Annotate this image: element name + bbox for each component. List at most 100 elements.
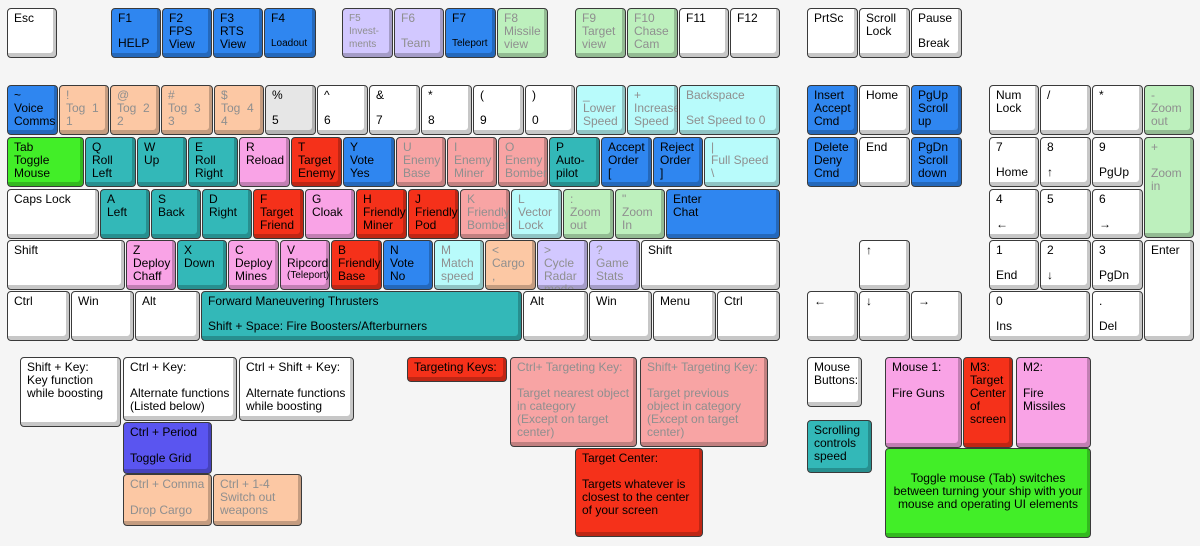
key-np4[interactable]: 4←: [989, 189, 1039, 239]
key-f3[interactable]: F3 RTS View: [213, 8, 263, 58]
key-v[interactable]: V Ripcord(Teleport): [280, 240, 330, 290]
key-b[interactable]: B Friendly Base: [331, 240, 382, 290]
key-f[interactable]: F Target Friend: [253, 189, 304, 239]
key-d[interactable]: D Right: [202, 189, 252, 239]
key-home[interactable]: Home: [859, 85, 910, 135]
key-numlock[interactable]: Num Lock: [989, 85, 1039, 135]
key-pgdn[interactable]: PgDn Scroll down: [911, 137, 962, 187]
key-lshift[interactable]: Shift: [7, 240, 125, 290]
key-minus[interactable]: _ Lower Speed: [576, 85, 626, 135]
key-w[interactable]: W Up: [137, 137, 187, 187]
key-t[interactable]: T Target Enemy: [291, 137, 342, 187]
key-rctrl[interactable]: Ctrl: [717, 291, 780, 341]
key-np_minus[interactable]: - Zoom out: [1144, 85, 1194, 135]
key-n[interactable]: N Vote No: [383, 240, 433, 290]
key-f11[interactable]: F11: [679, 8, 729, 58]
key-prtsc[interactable]: PrtSc: [807, 8, 858, 58]
key-rshift[interactable]: Shift: [641, 240, 780, 290]
key-slash[interactable]: ? Game Stats: [589, 240, 640, 290]
key-lbracket[interactable]: Accept Order [: [601, 137, 652, 187]
key-lwin[interactable]: Win: [71, 291, 134, 341]
key-plus[interactable]: + Increase Speed: [627, 85, 678, 135]
key-pgup[interactable]: PgUp Scroll up: [911, 85, 962, 135]
key-f2[interactable]: F2 FPS View: [162, 8, 212, 58]
key-f8[interactable]: F8 Missile view: [497, 8, 548, 58]
key-k6[interactable]: ^6: [317, 85, 368, 135]
key-tilde[interactable]: ~ Voice Comms: [7, 85, 58, 135]
key-f10[interactable]: F10 Chase Cam: [627, 8, 678, 58]
key-up[interactable]: ↑: [859, 240, 910, 290]
key-k3[interactable]: # Tog 3 3: [161, 85, 213, 135]
key-c[interactable]: C Deploy Mines: [228, 240, 279, 290]
key-h[interactable]: H Friendly Miner: [356, 189, 407, 239]
key-np_enter[interactable]: Enter: [1144, 240, 1194, 341]
key-k4[interactable]: $ Tog 4 4: [214, 85, 264, 135]
key-k1[interactable]: ! Tog 1 1: [59, 85, 109, 135]
key-s[interactable]: S Back: [151, 189, 201, 239]
key-q[interactable]: Q Roll Left: [85, 137, 136, 187]
key-k7[interactable]: &7: [369, 85, 420, 135]
key-f9[interactable]: F9 Target view: [575, 8, 626, 58]
key-semicolon[interactable]: : Zoom out: [563, 189, 614, 239]
key-g[interactable]: G Cloak: [305, 189, 355, 239]
key-j[interactable]: J Friendly Pod: [408, 189, 459, 239]
key-right[interactable]: →: [911, 291, 962, 341]
key-quote[interactable]: " Zoom In: [615, 189, 665, 239]
key-k0[interactable]: )0: [525, 85, 575, 135]
key-caps[interactable]: Caps Lock: [7, 189, 99, 239]
key-k5[interactable]: %5: [265, 85, 316, 135]
key-np_mul[interactable]: *: [1092, 85, 1143, 135]
key-esc[interactable]: Esc: [7, 8, 57, 58]
key-delete[interactable]: Delete Deny Cmd: [807, 137, 858, 187]
key-i[interactable]: I Enemy Miner: [447, 137, 497, 187]
key-z[interactable]: Z Deploy Chaff: [126, 240, 176, 290]
key-menu[interactable]: Menu: [653, 291, 716, 341]
key-k2[interactable]: @ Tog 2 2: [110, 85, 160, 135]
key-r[interactable]: R Reload: [239, 137, 290, 187]
key-m[interactable]: M Match speed: [434, 240, 484, 290]
key-e[interactable]: E Roll Right: [188, 137, 238, 187]
key-np2[interactable]: 2↓: [1040, 240, 1091, 290]
key-down[interactable]: ↓: [859, 291, 910, 341]
key-enter[interactable]: Enter Chat: [666, 189, 780, 239]
key-y[interactable]: Y Vote Yes: [343, 137, 395, 187]
key-f5[interactable]: F5 Invest- ments: [342, 8, 393, 58]
key-k[interactable]: K Friendly Bomber: [460, 189, 510, 239]
key-left[interactable]: ←: [807, 291, 858, 341]
key-rbracket[interactable]: Reject Order ]: [653, 137, 703, 187]
key-scrolllock[interactable]: Scroll Lock: [859, 8, 910, 58]
key-u[interactable]: U Enemy Base: [396, 137, 446, 187]
key-f12[interactable]: F12: [730, 8, 780, 58]
key-k9[interactable]: (9: [473, 85, 524, 135]
key-np_plus[interactable]: + Zoom in: [1144, 137, 1194, 238]
key-a[interactable]: A Left: [100, 189, 150, 239]
key-rwin[interactable]: Win: [589, 291, 652, 341]
key-backslash[interactable]: | Full Speed \: [704, 137, 780, 187]
key-comma[interactable]: < Cargo ,: [485, 240, 536, 290]
key-k8[interactable]: *8: [421, 85, 472, 135]
key-l[interactable]: L Vector Lock: [511, 189, 562, 239]
key-tab[interactable]: Tab Toggle Mouse: [7, 137, 84, 187]
key-period[interactable]: > Cycle Radar mode: [537, 240, 588, 290]
key-np5[interactable]: 5: [1040, 189, 1091, 239]
key-o[interactable]: O Enemy Bomber: [498, 137, 548, 187]
key-np_div[interactable]: /: [1040, 85, 1091, 135]
key-p[interactable]: P Auto- pilot: [549, 137, 600, 187]
key-lalt[interactable]: Alt: [135, 291, 200, 341]
key-np8[interactable]: 8↑: [1040, 137, 1091, 187]
key-end[interactable]: End: [859, 137, 910, 187]
key-x[interactable]: X Down: [177, 240, 227, 290]
key-lctrl[interactable]: Ctrl: [7, 291, 70, 341]
